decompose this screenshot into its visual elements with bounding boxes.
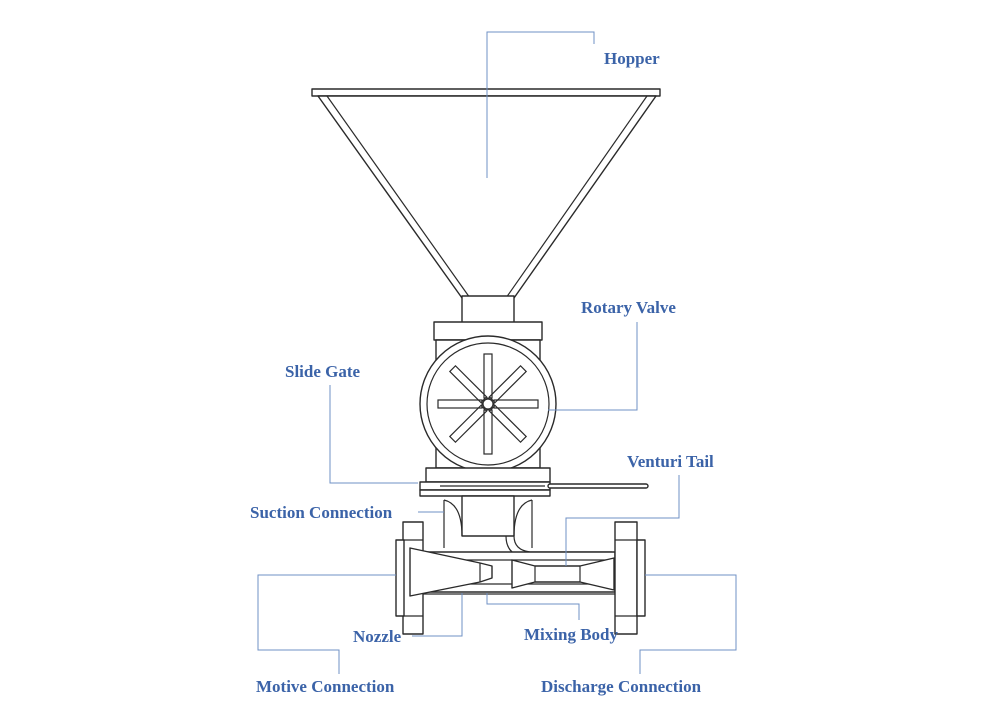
label-suction-connection: Suction Connection [250, 503, 393, 522]
label-discharge-connection: Discharge Connection [541, 677, 702, 696]
label-venturi-tail: Venturi Tail [627, 452, 714, 471]
leader-nozzle [412, 593, 463, 637]
discharge-flange [614, 521, 646, 635]
label-hopper: Hopper [604, 49, 660, 68]
hopper-outlet [433, 295, 543, 341]
rotary-valve-shape [419, 335, 557, 483]
slide-gate-shape [419, 481, 649, 497]
diffuser-shape [511, 557, 615, 591]
suction-connection-shape [443, 495, 533, 548]
leader-hopper [486, 31, 595, 178]
leader-mixing-body [486, 593, 580, 620]
nozzle-shape [409, 547, 493, 597]
leader-rotary-valve [548, 322, 638, 411]
leader-lines [257, 31, 737, 674]
label-motive-connection: Motive Connection [256, 677, 395, 696]
leader-discharge-connection [639, 574, 737, 674]
eductor-drawing [311, 88, 661, 635]
leader-motive-connection [257, 574, 396, 674]
hopper-shape [311, 88, 661, 299]
rotor-vanes [437, 353, 539, 455]
leader-venturi-tail [565, 475, 680, 566]
label-rotary-valve: Rotary Valve [581, 298, 676, 317]
leader-slide-gate [329, 385, 418, 484]
label-nozzle: Nozzle [353, 627, 402, 646]
label-slide-gate: Slide Gate [285, 362, 361, 381]
label-mixing-body: Mixing Body [524, 625, 618, 644]
labels: Hopper Rotary Valve Slide Gate Venturi T… [250, 49, 714, 696]
